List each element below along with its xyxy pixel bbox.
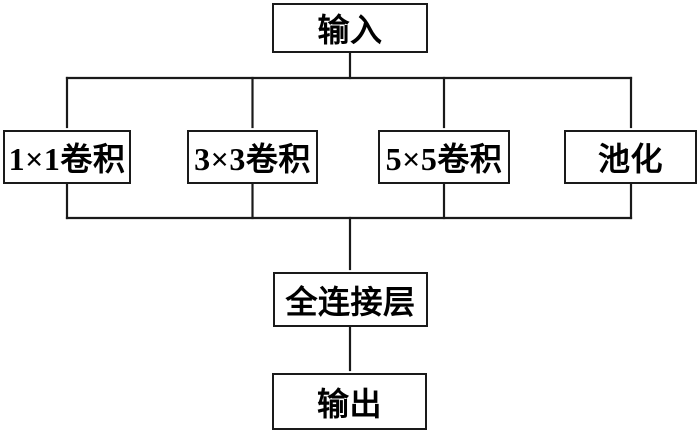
node-conv-5x5: 5×5卷积: [378, 130, 510, 184]
node-output: 输出: [272, 373, 427, 430]
node-conv-1x1: 1×1卷积: [3, 130, 131, 184]
node-conv-1x1-label: 1×1卷积: [8, 141, 126, 177]
node-fully-connected-label: 全连接层: [285, 283, 416, 320]
node-conv-3x3-label: 3×3卷积: [194, 141, 311, 177]
node-output-label: 输出: [316, 385, 382, 422]
node-pooling-label: 池化: [597, 141, 663, 177]
node-input-label: 输入: [317, 12, 383, 48]
node-fully-connected: 全连接层: [273, 272, 428, 327]
node-conv-5x5-label: 5×5卷积: [385, 141, 503, 177]
node-conv-3x3: 3×3卷积: [187, 130, 318, 184]
node-input: 输入: [272, 3, 428, 53]
connector-lines: [65, 50, 633, 372]
node-pooling: 池化: [564, 130, 697, 184]
